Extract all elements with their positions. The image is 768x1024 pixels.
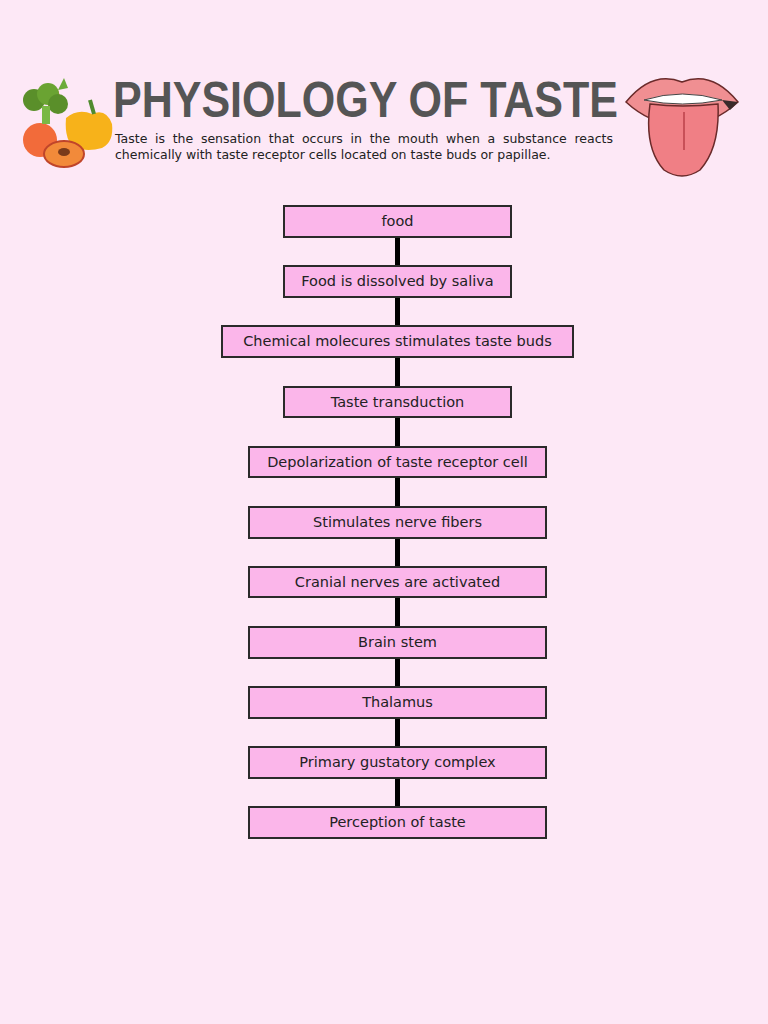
box-label: Depolarization of taste receptor cell: [267, 454, 528, 471]
connector-line: [395, 298, 400, 325]
process-box: Depolarization of taste receptor cell: [248, 446, 547, 478]
box-label: food: [381, 213, 413, 230]
process-box: Stimulates nerve fibers: [248, 506, 547, 539]
carrot-leaf: [58, 78, 68, 90]
broccoli-stem: [42, 106, 50, 124]
tongue-groove: [683, 112, 685, 150]
connector-line: [395, 719, 400, 746]
box-label: Cranial nerves are activated: [295, 574, 500, 591]
peach-pit: [58, 148, 70, 156]
box-label: Primary gustatory complex: [299, 754, 495, 771]
connector-line: [395, 659, 400, 686]
teeth: [644, 94, 722, 104]
connector-line: [395, 238, 400, 265]
connector-line: [395, 358, 400, 386]
title: PHYSIOLOGY OF TASTE: [113, 72, 582, 128]
box-label: Thalamus: [362, 694, 433, 711]
process-box: Taste transduction: [283, 386, 512, 418]
process-box: Perception of taste: [248, 806, 547, 839]
peach: [44, 141, 84, 167]
box-label: Stimulates nerve fibers: [313, 514, 482, 531]
connector-line: [395, 539, 400, 566]
caption: Taste is the sensation that occurs in th…: [115, 131, 613, 163]
mouth-corner: [722, 100, 738, 110]
pepper-stem: [90, 100, 94, 114]
process-box: Primary gustatory complex: [248, 746, 547, 779]
box-label: Taste transduction: [331, 394, 465, 411]
box-label: Perception of taste: [329, 814, 466, 831]
process-box: Brain stem: [248, 626, 547, 659]
tongue-illustration: [622, 68, 742, 180]
connector-line: [395, 598, 400, 626]
connector-line: [395, 779, 400, 806]
process-box: Food is dissolved by saliva: [283, 265, 512, 298]
process-box: food: [283, 205, 512, 238]
process-box: Cranial nerves are activated: [248, 566, 547, 598]
vegetables-illustration: [18, 78, 118, 170]
connector-line: [395, 418, 400, 446]
box-label: Food is dissolved by saliva: [301, 273, 494, 290]
tongue: [649, 104, 719, 176]
process-box: Chemical molecures stimulates taste buds: [221, 325, 574, 358]
broccoli: [48, 94, 68, 114]
process-box: Thalamus: [248, 686, 547, 719]
box-label: Brain stem: [358, 634, 437, 651]
box-label: Chemical molecures stimulates taste buds: [243, 333, 551, 350]
connector-line: [395, 478, 400, 506]
